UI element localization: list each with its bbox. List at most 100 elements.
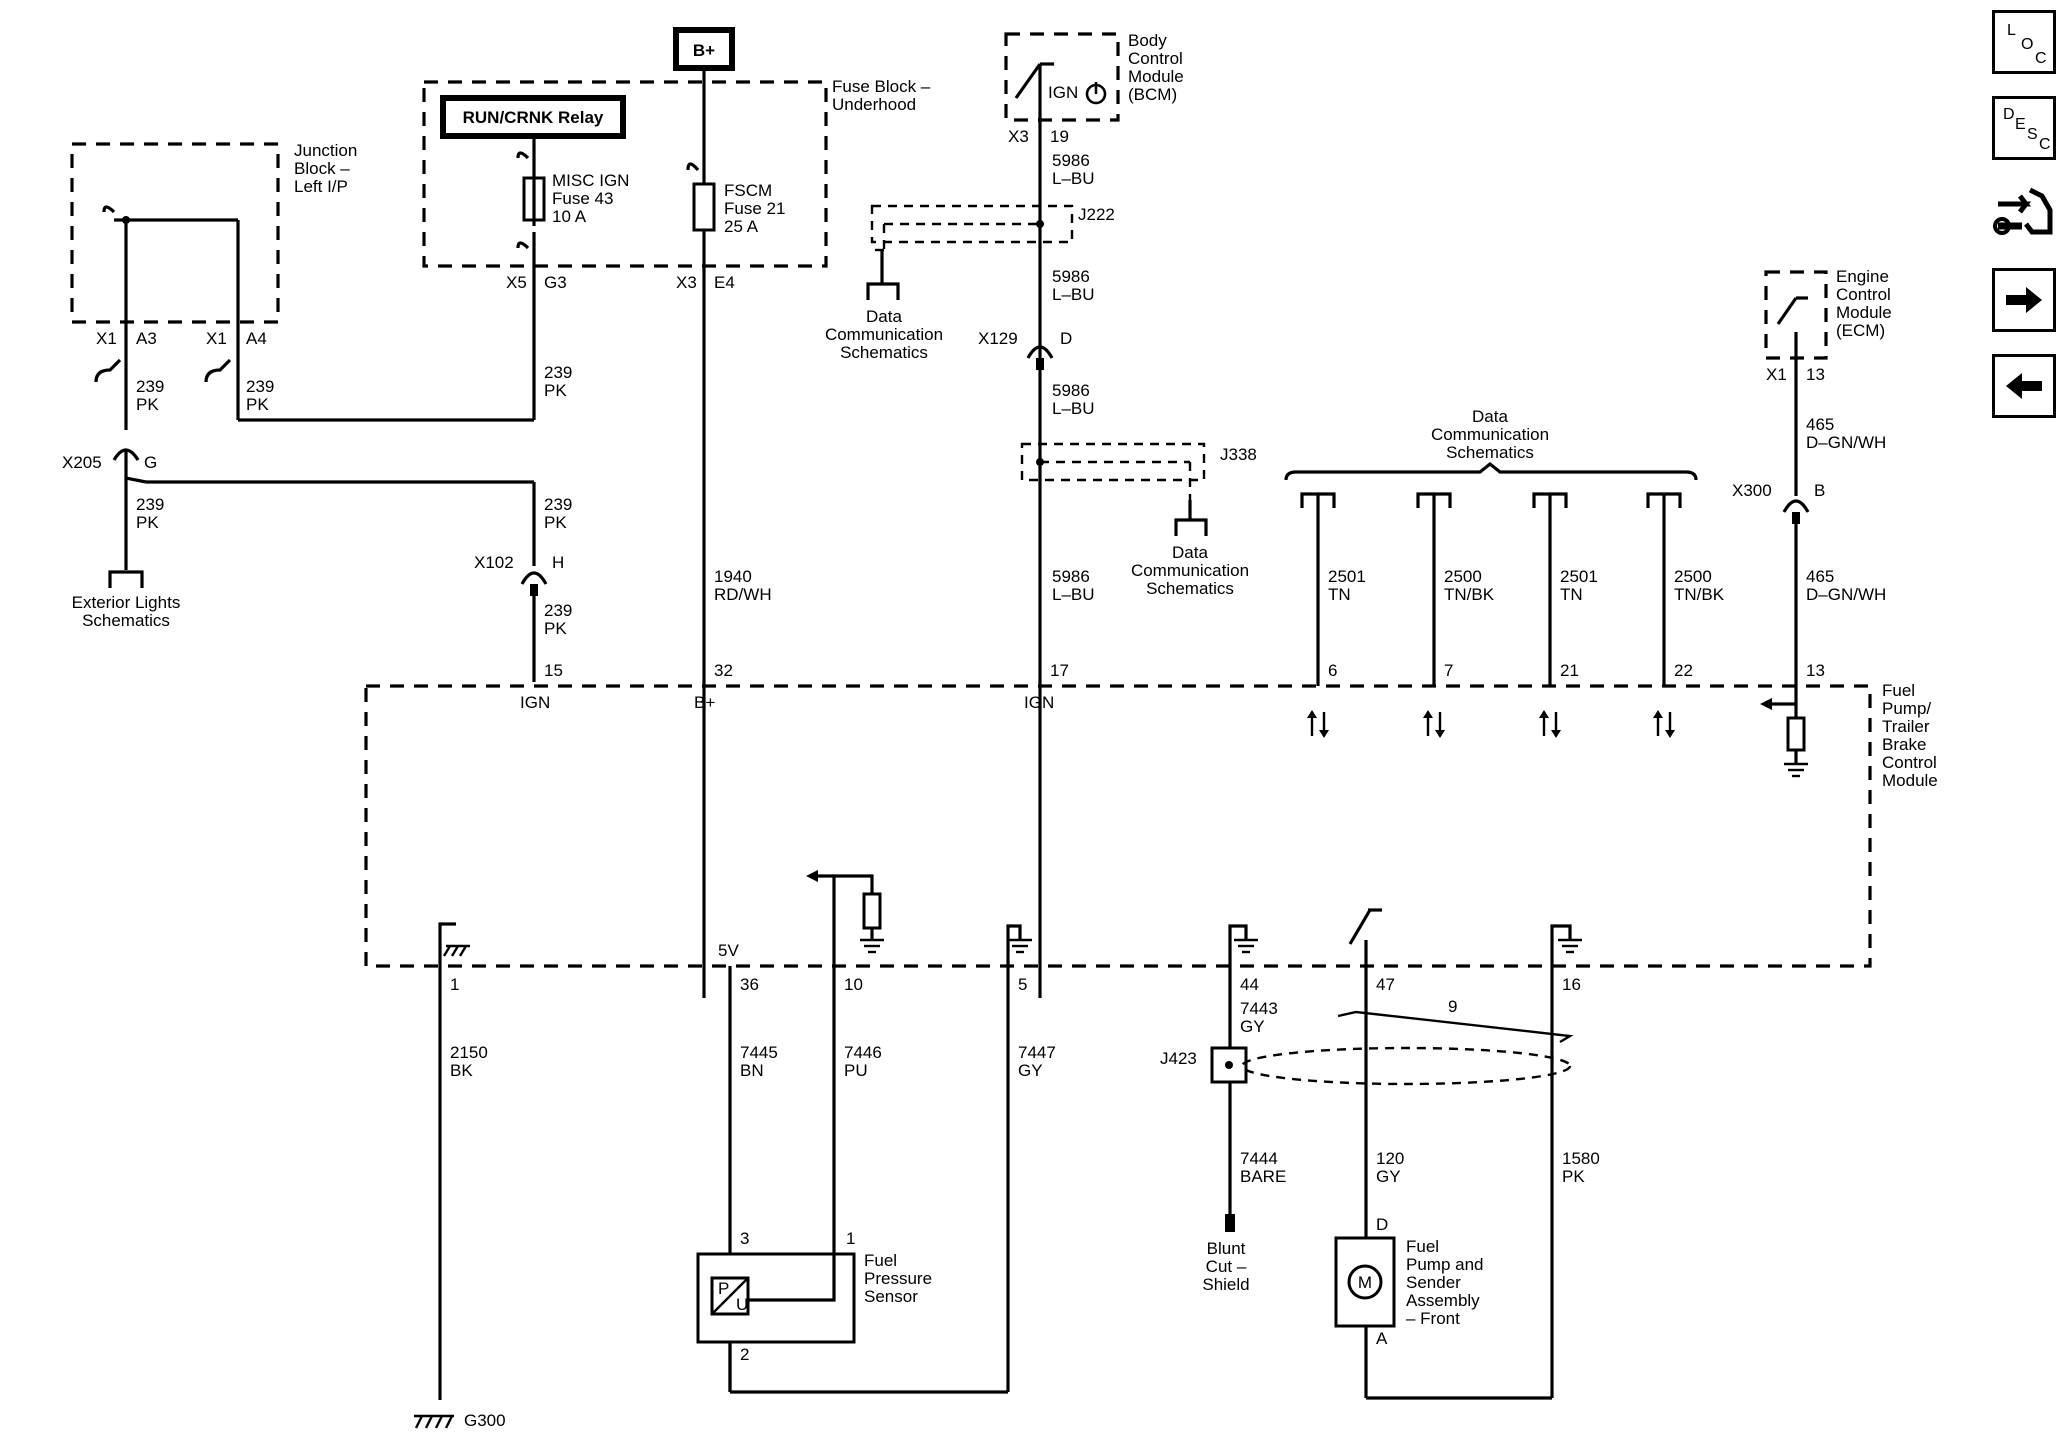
svg-text:PK: PK — [136, 513, 159, 532]
back-arrow-button[interactable] — [1992, 354, 2056, 418]
fuel-pressure-sensor: P U 3 1 2 Fuel Pressure Sensor — [696, 1229, 1008, 1394]
svg-text:TN: TN — [1328, 585, 1351, 604]
svg-text:Shield: Shield — [1202, 1275, 1249, 1294]
loc-button[interactable]: L O C — [1992, 10, 2056, 74]
svg-text:L–BU: L–BU — [1052, 399, 1095, 418]
svg-text:(ECM): (ECM) — [1836, 321, 1885, 340]
svg-text:Pressure: Pressure — [864, 1269, 932, 1288]
svg-text:TN: TN — [1560, 585, 1583, 604]
svg-text:21: 21 — [1560, 661, 1579, 680]
loc-letter-l: L — [2007, 22, 2016, 39]
svg-text:16: 16 — [1562, 975, 1581, 994]
svg-text:B: B — [1814, 481, 1825, 500]
svg-text:13: 13 — [1806, 365, 1825, 384]
connector-tools-icon[interactable] — [1992, 176, 2056, 250]
pin-10-circuit: 10 7446 PU — [806, 870, 884, 1298]
svg-text:Fuel: Fuel — [1406, 1237, 1439, 1256]
svg-text:U: U — [736, 1295, 748, 1314]
svg-text:7: 7 — [1444, 661, 1453, 680]
ecm-label: Engine Control Module (ECM) — [1836, 267, 1892, 340]
svg-text:X129: X129 — [978, 329, 1018, 348]
svg-text:X1: X1 — [1766, 365, 1787, 384]
desc-button[interactable]: D E S C — [1992, 96, 2056, 160]
svg-text:H: H — [552, 553, 564, 572]
bcm-label: Body Control Module (BCM) — [1128, 31, 1184, 104]
svg-text:J222: J222 — [1078, 205, 1115, 224]
svg-text:2501: 2501 — [1560, 567, 1598, 586]
svg-text:Data: Data — [1472, 407, 1508, 426]
wire-5986-d: 5986 L–BU — [1052, 567, 1095, 604]
wire-5986-c: 5986 L–BU — [1052, 381, 1095, 418]
wire-5986-a: 5986 L–BU — [1052, 151, 1095, 188]
x1-13-connector: X1 13 — [1766, 365, 1825, 384]
svg-text:Block –: Block – — [294, 159, 350, 178]
svg-text:465: 465 — [1806, 567, 1834, 586]
fuel-module-label: Fuel Pump/ Trailer Brake Control Module — [1882, 681, 1938, 790]
shield-ellipse — [1240, 1046, 1572, 1086]
svg-text:239: 239 — [136, 495, 164, 514]
svg-text:5986: 5986 — [1052, 151, 1090, 170]
svg-text:Blunt: Blunt — [1207, 1239, 1246, 1258]
svg-text:– Front: – Front — [1406, 1309, 1460, 1328]
desc-letter-d: D — [2003, 106, 2015, 123]
svg-text:Fuel: Fuel — [1882, 681, 1915, 700]
svg-text:X205: X205 — [62, 453, 102, 472]
svg-text:X3: X3 — [676, 273, 697, 292]
wire-7443-color: GY — [1240, 1017, 1265, 1036]
svg-text:MISC IGN: MISC IGN — [552, 171, 629, 190]
svg-text:Module: Module — [1128, 67, 1184, 86]
svg-text:(BCM): (BCM) — [1128, 85, 1177, 104]
svg-text:47: 47 — [1376, 975, 1395, 994]
wire-7445-color: BN — [740, 1061, 764, 1080]
fuel-pump-sender-assembly: M D A Fuel Pump and Sender Assembly – Fr… — [1334, 1215, 1552, 1400]
svg-text:P: P — [718, 1279, 729, 1298]
svg-text:Cut –: Cut – — [1206, 1257, 1247, 1276]
svg-text:1940: 1940 — [714, 567, 752, 586]
svg-text:Schematics: Schematics — [840, 343, 928, 362]
svg-text:Module: Module — [1836, 303, 1892, 322]
svg-text:6: 6 — [1328, 661, 1337, 680]
pin-47-circuit: 47 120 GY — [1348, 908, 1404, 1238]
x102-connector: X102 H — [474, 553, 564, 682]
wire-1580-color: PK — [1562, 1167, 1585, 1186]
wire-7446-num: 7446 — [844, 1043, 882, 1062]
svg-text:5: 5 — [1018, 975, 1027, 994]
svg-text:10: 10 — [844, 975, 863, 994]
data-communication-schematics-ref-3: Data Communication Schematics — [1284, 407, 1698, 481]
back-arrow-icon — [2006, 373, 2042, 399]
svg-text:2: 2 — [740, 1345, 749, 1364]
pin-bplus: B+ — [694, 693, 715, 712]
wire-239-f: 239 PK — [544, 601, 572, 638]
wire-239-b: 239 PK — [246, 377, 274, 414]
wire-5986-b: 5986 L–BU — [1052, 267, 1095, 304]
wire-465-a: 465 D–GN/WH — [1806, 415, 1886, 452]
x3-e4-connector: X3 E4 — [676, 273, 735, 292]
svg-text:Brake: Brake — [1882, 735, 1926, 754]
forward-arrow-button[interactable] — [1992, 268, 2056, 332]
svg-text:L–BU: L–BU — [1052, 169, 1095, 188]
svg-text:G300: G300 — [464, 1411, 506, 1430]
x5-g3-connector: X5 G3 — [506, 273, 567, 292]
svg-text:2500: 2500 — [1674, 567, 1712, 586]
exterior-lights-schematics-ref: Exterior Lights Schematics — [72, 562, 180, 630]
bcm-outline — [1004, 32, 1120, 122]
svg-text:A4: A4 — [246, 329, 267, 348]
bcm-ign-label: IGN — [1048, 83, 1078, 102]
svg-text:D–GN/WH: D–GN/WH — [1806, 585, 1886, 604]
wire-7447-color: GY — [1018, 1061, 1043, 1080]
svg-text:TN/BK: TN/BK — [1674, 585, 1725, 604]
svg-text:Junction: Junction — [294, 141, 357, 160]
svg-text:19: 19 — [1050, 127, 1069, 146]
x129-connector: X129 D — [978, 329, 1072, 370]
ecm-switch — [1776, 296, 1808, 496]
svg-text:Control: Control — [1836, 285, 1891, 304]
fscm-fuse: FSCM Fuse 21 25 A — [686, 68, 785, 998]
svg-text:Module: Module — [1882, 771, 1938, 790]
svg-text:Sensor: Sensor — [864, 1287, 918, 1306]
wire-7444-color: BARE — [1240, 1167, 1286, 1186]
bidirectional-arrow-icons — [1307, 710, 1675, 738]
wire-120-num: 120 — [1376, 1149, 1404, 1168]
